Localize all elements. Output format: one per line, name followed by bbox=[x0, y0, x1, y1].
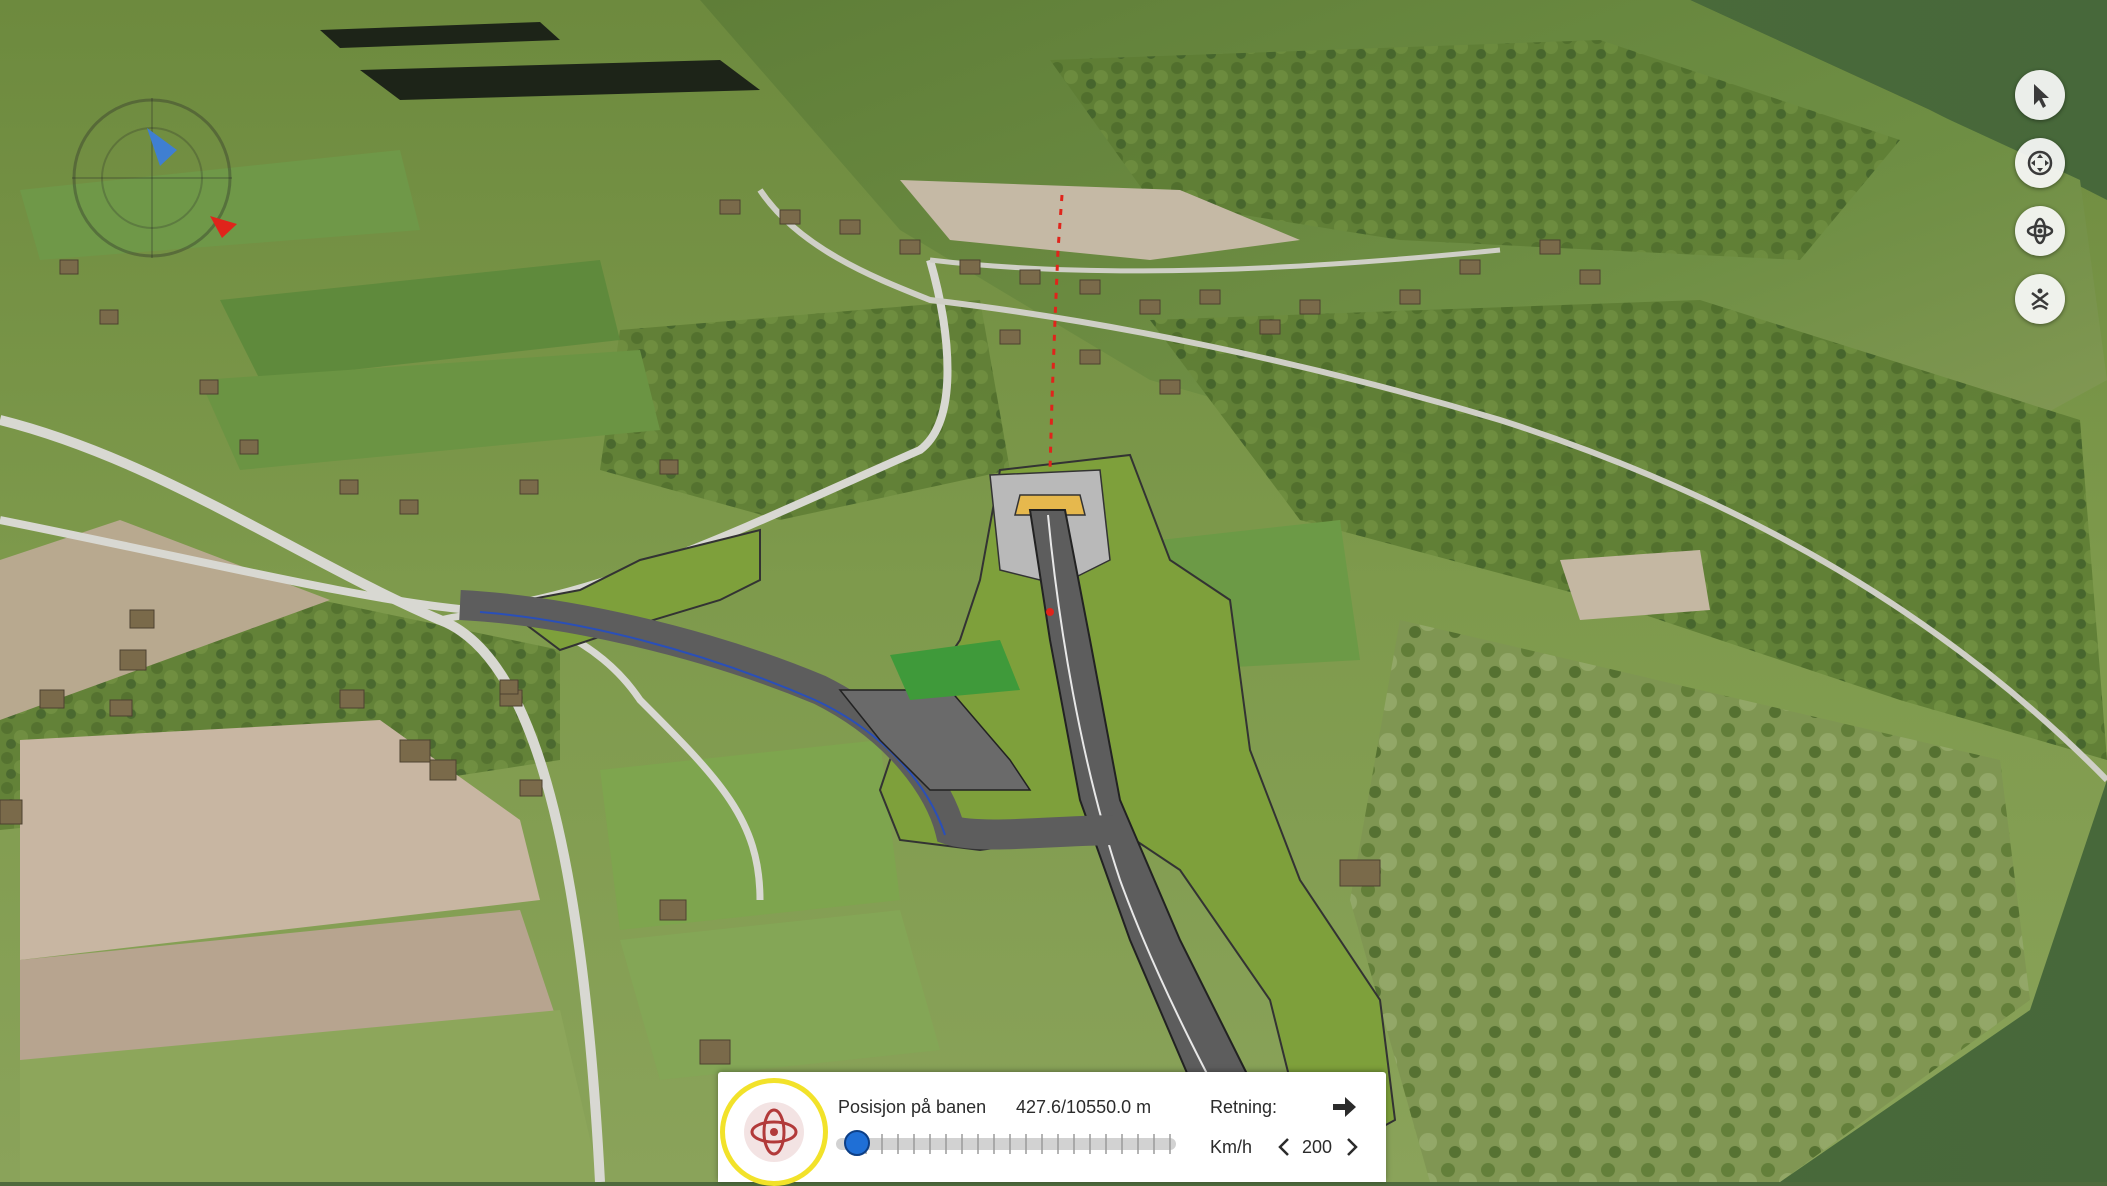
position-slider[interactable] bbox=[836, 1138, 1176, 1150]
field bbox=[20, 150, 420, 260]
chevron-left-icon bbox=[1278, 1138, 1289, 1156]
field bbox=[20, 720, 540, 960]
road-ramp-edge bbox=[479, 611, 946, 836]
compass-icon[interactable] bbox=[62, 88, 242, 268]
position-label: Posisjon på banen bbox=[838, 1097, 987, 1117]
arrow-right-icon[interactable] bbox=[1330, 1094, 1358, 1120]
orbit-navigation-icon bbox=[744, 1102, 804, 1162]
flight-path-panel: Posisjon på banen 427.6/10550.0 m Retnin… bbox=[718, 1072, 1386, 1186]
field bbox=[200, 350, 660, 470]
position-value: 427.6/10550.0 m bbox=[1016, 1097, 1152, 1117]
speed-increase-button[interactable] bbox=[1342, 1134, 1362, 1160]
field bbox=[20, 1010, 600, 1182]
existing-road bbox=[757, 188, 2107, 783]
alignment-marker bbox=[1048, 194, 1064, 471]
field-patch bbox=[890, 640, 1020, 700]
forest-area bbox=[1150, 300, 2107, 760]
pointer-arrow-icon[interactable] bbox=[2015, 70, 2065, 120]
orbit-navigation-button[interactable] bbox=[720, 1078, 828, 1186]
existing-road bbox=[929, 247, 1501, 274]
field bbox=[620, 910, 940, 1080]
shadow-strip bbox=[360, 60, 760, 100]
quarry bbox=[900, 180, 1300, 260]
chevron-right-icon bbox=[1347, 1138, 1358, 1156]
speed-decrease-button[interactable] bbox=[1274, 1134, 1294, 1160]
orbit-icon[interactable] bbox=[2015, 206, 2065, 256]
forest-area bbox=[1050, 40, 1900, 260]
road-pavement bbox=[1028, 509, 1302, 1182]
alignment-point bbox=[1046, 608, 1054, 616]
pan-move-icon[interactable] bbox=[2015, 138, 2065, 188]
quarry bbox=[1560, 550, 1710, 620]
shadow-strip bbox=[320, 22, 560, 48]
direction-label: Retning: bbox=[1210, 1097, 1278, 1117]
position-slider-thumb[interactable] bbox=[844, 1130, 871, 1156]
field bbox=[220, 260, 620, 380]
speed-value: 200 bbox=[1301, 1137, 1333, 1157]
speed-unit-label: Km/h bbox=[1210, 1137, 1253, 1157]
fly-walk-icon[interactable] bbox=[2015, 274, 2065, 324]
buildings bbox=[0, 199, 1601, 1065]
forest-area bbox=[1350, 620, 2030, 1182]
forest-area bbox=[600, 300, 1010, 520]
